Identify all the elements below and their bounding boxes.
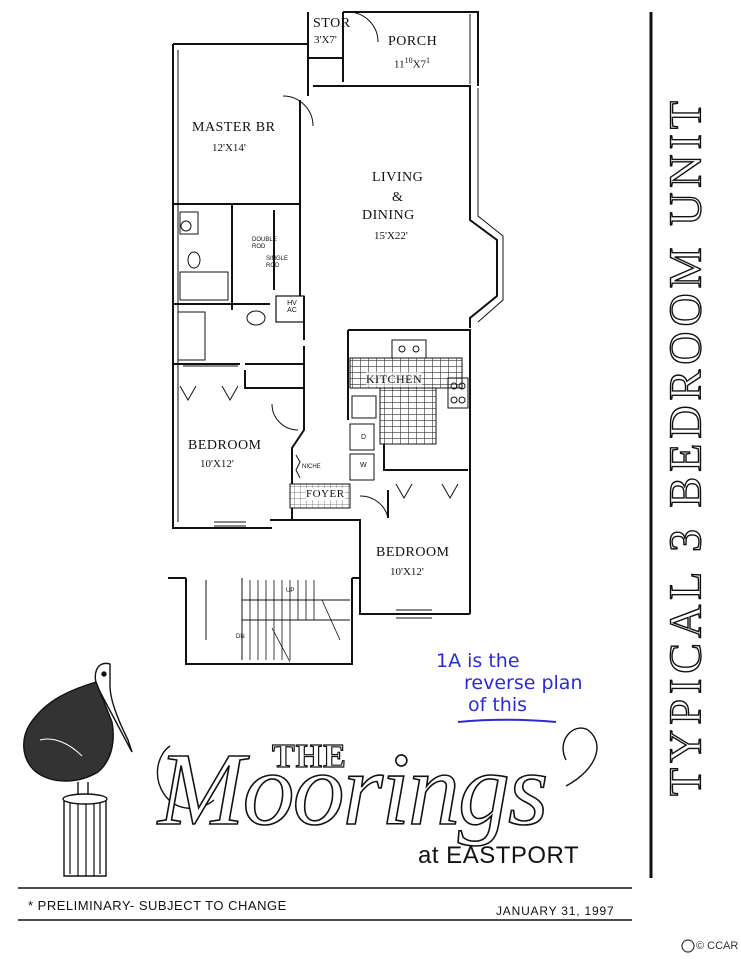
kitchen-label: KITCHEN (366, 372, 423, 387)
pelican-illustration (23, 662, 133, 877)
note-underline (457, 718, 557, 723)
living-dim: 15'X22' (374, 230, 408, 242)
preliminary-disclaimer: * PRELIMINARY- SUBJECT TO CHANGE (28, 898, 287, 913)
bedroom-1-dim: 10'X12' (200, 458, 234, 470)
plan-date: JANUARY 31, 1997 (496, 904, 615, 918)
bedroom-1-label: BEDROOM (188, 438, 262, 453)
stair-dn-label: DN (236, 634, 245, 640)
unit-title: TYPICAL 3 BEDROOM UNIT (650, 12, 720, 880)
bedroom-2-label: BEDROOM (376, 545, 450, 560)
living-walls (313, 85, 498, 328)
hvac-label: HV AC (287, 300, 297, 314)
single-rod-label: SINGLE ROD (266, 256, 289, 269)
living-label-3: DINING (362, 208, 415, 223)
double-rod-label: DOUBLE ROD (252, 237, 277, 250)
handwritten-note-line-2: reverse plan (464, 672, 583, 694)
stair-outline (168, 577, 360, 665)
unit-title-text: TYPICAL 3 BEDROOM UNIT (659, 95, 711, 796)
living-label-2: & (392, 190, 404, 205)
porch-dim: 1110X71 (394, 56, 431, 71)
kitchen-walls (347, 329, 471, 614)
vanity-1 (179, 211, 199, 235)
handwritten-note-line-3: of this (468, 694, 528, 716)
porch-label: PORCH (388, 34, 438, 49)
logo-at-eastport: at EASTPORT (418, 842, 580, 869)
stor-dim: 3'X7' (314, 34, 337, 46)
logo-flourish (156, 727, 598, 810)
washer-label: W (360, 462, 367, 469)
handwritten-note-line-1: 1A is the (436, 650, 520, 672)
unit-outline-left (172, 43, 308, 529)
porch-dim-sup1: 10 (404, 56, 413, 65)
logo-the: THE (271, 737, 347, 775)
living-label-1: LIVING (372, 170, 424, 185)
master-br-label: MASTER BR (192, 120, 276, 135)
porch-dim-sup2: 1 (426, 56, 431, 65)
bathtub-1 (179, 271, 229, 301)
bathtub-2 (177, 311, 206, 361)
stor-label: STOR (313, 16, 351, 31)
porch-walls (342, 11, 479, 86)
bedroom-2-dim: 10'X12' (390, 566, 424, 578)
logo-moorings: Moorings (157, 732, 549, 847)
ccar-watermark: © CCAR (696, 940, 739, 952)
master-br-dim: 12'X14' (212, 142, 246, 154)
dryer-label: D (361, 434, 367, 441)
stair-up-label: UP (286, 588, 295, 594)
ccar-mark-icon (681, 939, 695, 953)
niche-label: NICHE (302, 464, 321, 470)
stor-walls (307, 12, 344, 59)
foyer-label: FOYER (306, 488, 345, 500)
